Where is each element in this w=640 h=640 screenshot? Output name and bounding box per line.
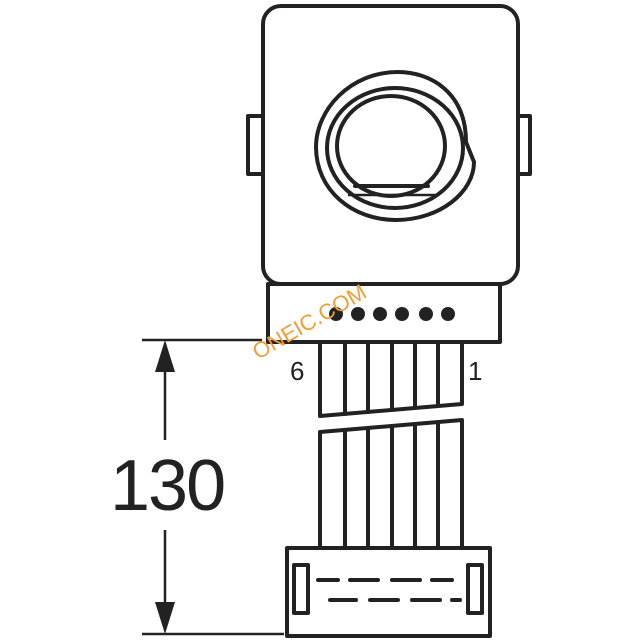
pin-dot xyxy=(441,307,455,321)
connector-plug xyxy=(285,546,492,638)
connector-header xyxy=(266,282,502,344)
pin-dot xyxy=(329,307,343,321)
middle-ring xyxy=(325,86,465,210)
dimension-indicator: 130 xyxy=(110,338,284,636)
pin-6-label: 6 xyxy=(290,356,304,386)
pin-dot xyxy=(419,307,433,321)
housing-body xyxy=(261,4,520,286)
dimension-arrow-up xyxy=(155,340,175,372)
dimension-arrow-down xyxy=(155,602,175,634)
pin-1-label: 1 xyxy=(468,356,482,386)
plug-right-latch xyxy=(466,563,484,615)
pin-dot xyxy=(351,307,365,321)
header-pins xyxy=(329,307,455,321)
dimension-value: 130 xyxy=(110,446,224,526)
ribbon-cable-upper xyxy=(318,340,464,418)
left-mount-tab xyxy=(246,114,265,176)
sensor-aperture xyxy=(314,70,476,222)
ribbon-cable-lower xyxy=(318,418,464,550)
outer-ring xyxy=(314,70,476,222)
right-mount-tab xyxy=(516,114,532,176)
plug-body xyxy=(285,546,492,638)
plug-left-latch xyxy=(292,563,310,615)
sensor-housing xyxy=(246,4,532,286)
pin-dot xyxy=(373,307,387,321)
pin-dot xyxy=(395,307,409,321)
ring-notch xyxy=(464,140,476,164)
